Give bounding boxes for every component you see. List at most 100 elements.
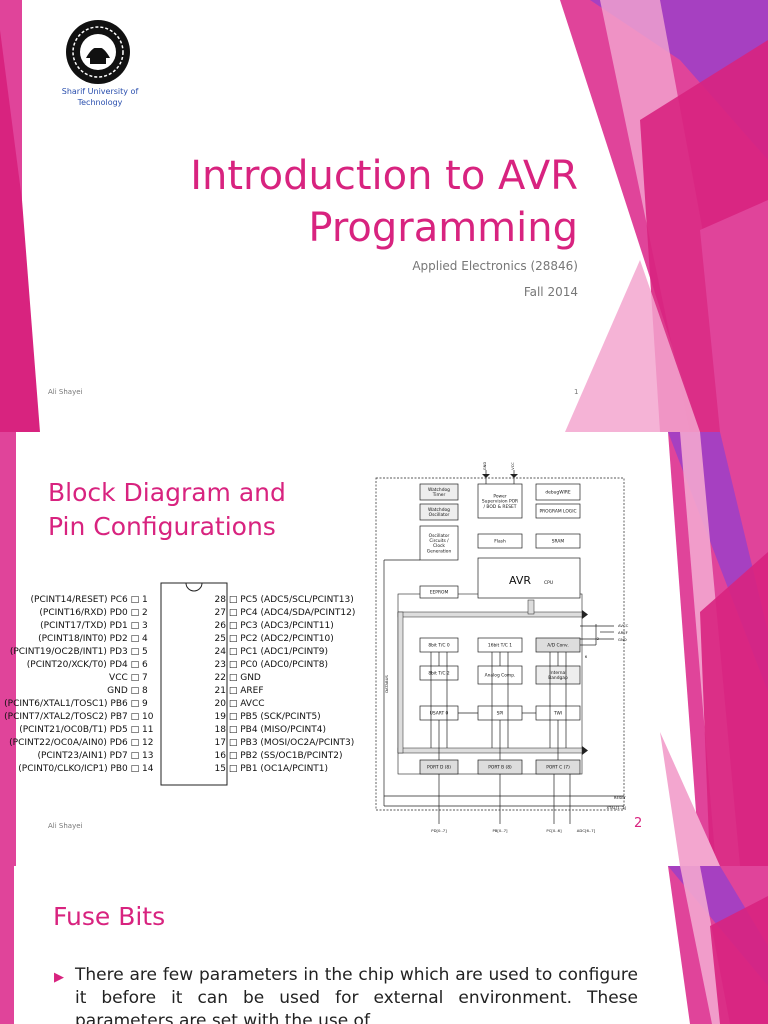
title-line: Pin Configurations bbox=[48, 512, 276, 541]
power-supervision-box-label: Supervision POR bbox=[482, 499, 518, 505]
pin-label: □ PB2 (SS/OC1B/PCINT2) bbox=[226, 751, 343, 761]
gnd-pin-label: GND bbox=[618, 637, 627, 642]
bullet-text: There are few parameters in the chip whi… bbox=[75, 965, 638, 1024]
pin-label: (PCINT18/INT0) PD2 □ bbox=[38, 634, 142, 644]
pin-number: 1 bbox=[142, 595, 148, 605]
pin-label: (PCINT0/CLKO/ICP1) PB0 □ bbox=[18, 764, 142, 774]
pin-label: VCC □ bbox=[109, 673, 142, 683]
bandgap-box-label: Bandgap bbox=[548, 675, 568, 681]
adc-pin-count: 2 bbox=[597, 636, 600, 641]
pin-number: 8 bbox=[142, 686, 148, 696]
pin-right: 18 □ PB4 (MISO/PCINT4) bbox=[212, 724, 326, 737]
pin-label: □ PB1 (OC1A/PCINT1) bbox=[226, 764, 329, 774]
pin-number: 19 bbox=[214, 712, 226, 722]
page-number: 2 bbox=[634, 816, 643, 831]
pin-right: 25 □ PC2 (ADC2/PCINT10) bbox=[212, 633, 334, 646]
gnd-label: GND bbox=[483, 462, 487, 470]
vcc-label: VCC bbox=[511, 462, 515, 470]
university-logo bbox=[66, 20, 130, 84]
pin-left: (PCINT14/RESET) PC6 □ 1 bbox=[31, 594, 158, 607]
pd-label: PD[0..7] bbox=[431, 828, 447, 833]
pin-left: (PCINT19/OC2B/INT1) PD3 □ 5 bbox=[10, 646, 158, 659]
analog-comparator-box-label: Analog Comp. bbox=[485, 673, 516, 679]
title-line: Programming bbox=[308, 205, 578, 251]
pin-right: 22 □ GND bbox=[212, 672, 261, 685]
pin-left: (PCINT0/CLKO/ICP1) PB0 □ 14 bbox=[18, 763, 158, 776]
databus-bottom bbox=[397, 747, 583, 754]
pin-label: □ GND bbox=[226, 673, 261, 683]
slide-block-diagram: Block Diagram and Pin Configurations (PC… bbox=[0, 432, 768, 866]
pin-left: (PCINT23/AIN1) PD7 □ 13 bbox=[37, 750, 158, 763]
pin-number: 26 bbox=[214, 621, 226, 631]
flash-box bbox=[477, 533, 523, 549]
pin-right: 28 □ PC5 (ADC5/SCL/PCINT13) bbox=[212, 594, 354, 607]
pin-right: 19 □ PB5 (SCK/PCINT5) bbox=[212, 711, 321, 724]
pin-left: (PCINT18/INT0) PD2 □ 4 bbox=[38, 633, 158, 646]
pin-label: □ PC3 (ADC3/PCINT11) bbox=[226, 621, 334, 631]
bullet-item: ▶ There are few parameters in the chip w… bbox=[54, 964, 638, 1024]
pin-label: □ PB5 (SCK/PCINT5) bbox=[226, 712, 321, 722]
port-b-box-label: PORT B (8) bbox=[488, 765, 512, 771]
pin-label: □ PC2 (ADC2/PCINT10) bbox=[226, 634, 334, 644]
pin-right: 24 □ PC1 (ADC1/PCINT9) bbox=[212, 646, 328, 659]
chip-package bbox=[160, 582, 228, 786]
page-number: 1 bbox=[574, 388, 579, 396]
spi-box-label: SPI bbox=[497, 711, 504, 717]
slide-decoration bbox=[0, 866, 768, 1024]
pin-label: GND □ bbox=[107, 686, 142, 696]
pin-number: 13 bbox=[142, 751, 154, 761]
sram-box-label: SRAM bbox=[552, 539, 565, 545]
slide-decoration bbox=[0, 0, 768, 432]
power-supervision-box bbox=[477, 483, 523, 519]
cpu-logo: AVR bbox=[509, 574, 531, 587]
pin-number: 11 bbox=[142, 725, 154, 735]
pin-label: □ PC5 (ADC5/SCL/PCINT13) bbox=[226, 595, 354, 605]
watchdog-oscillator-box-label: Watchdog bbox=[428, 507, 450, 513]
pin-left: (PCINT6/XTAL1/TOSC1) PB6 □ 9 bbox=[4, 698, 158, 711]
slide-title: Fuse Bits bbox=[53, 902, 166, 931]
pin-number: 16 bbox=[214, 751, 226, 761]
watchdog-timer-box-label: Watchdog bbox=[428, 487, 450, 493]
databus-label: DATABUS bbox=[384, 675, 389, 693]
timer0-box-label: 8bit T/C 0 bbox=[428, 643, 450, 649]
pin-label: (PCINT6/XTAL1/TOSC1) PB6 □ bbox=[4, 699, 142, 709]
bullet-arrow-icon: ▶ bbox=[54, 970, 64, 985]
pin-label: □ PB4 (MISO/PCINT4) bbox=[226, 725, 327, 735]
oscillator-box-label: Generation bbox=[427, 548, 452, 554]
watchdog-timer-box bbox=[419, 483, 459, 501]
cpu-bus-link bbox=[527, 599, 535, 615]
port-c-box-label: PORT C (7) bbox=[546, 765, 570, 771]
pin-label: (PCINT14/RESET) PC6 □ bbox=[30, 595, 142, 605]
databus-vertical bbox=[397, 611, 404, 754]
portc-pin-count: 6 bbox=[585, 654, 588, 659]
pin-number: 2 bbox=[142, 608, 148, 618]
pin-number: 23 bbox=[214, 660, 226, 670]
pb-label: PB[0..7] bbox=[492, 828, 508, 833]
pin-number: 21 bbox=[214, 686, 226, 696]
aref-label: AREF bbox=[618, 630, 628, 635]
bus-arrow bbox=[582, 746, 588, 755]
pin-left: (PCINT7/XTAL2/TOSC2) PB7 □ 10 bbox=[4, 711, 158, 724]
eeprom-box bbox=[419, 585, 459, 599]
pin-label: (PCINT21/OC0B/T1) PD5 □ bbox=[19, 725, 142, 735]
slide-decoration bbox=[0, 432, 768, 866]
adc-pins-label: ADC[6..7] bbox=[577, 828, 596, 833]
pin-number: 22 bbox=[214, 673, 226, 683]
pin-number: 4 bbox=[142, 634, 148, 644]
oscillator-box-label: Circuits / bbox=[429, 538, 449, 544]
title-line: Introduction to AVR bbox=[190, 153, 578, 199]
pin-label: (PCINT19/OC2B/INT1) PD3 □ bbox=[9, 647, 142, 657]
pc-label: PC[0..6] bbox=[546, 828, 562, 833]
footer-author: Ali Shayei bbox=[48, 388, 83, 396]
bandgap-box-label: Internal bbox=[550, 670, 567, 676]
pin-right: 16 □ PB2 (SS/OC1B/PCINT2) bbox=[212, 750, 343, 763]
cpu-box bbox=[477, 557, 581, 599]
debugwire-box-label: debugWIRE bbox=[545, 490, 571, 496]
pin-label: □ PC0 (ADC0/PCINT8) bbox=[226, 660, 328, 670]
pin-label: □ PC4 (ADC4/SDA/PCINT12) bbox=[226, 608, 356, 618]
oscillator-box-label: Oscillator bbox=[429, 533, 450, 539]
pin-number: 28 bbox=[214, 595, 226, 605]
xtal-label: XTAL[1..2] bbox=[607, 805, 627, 810]
pin-number: 3 bbox=[142, 621, 148, 631]
